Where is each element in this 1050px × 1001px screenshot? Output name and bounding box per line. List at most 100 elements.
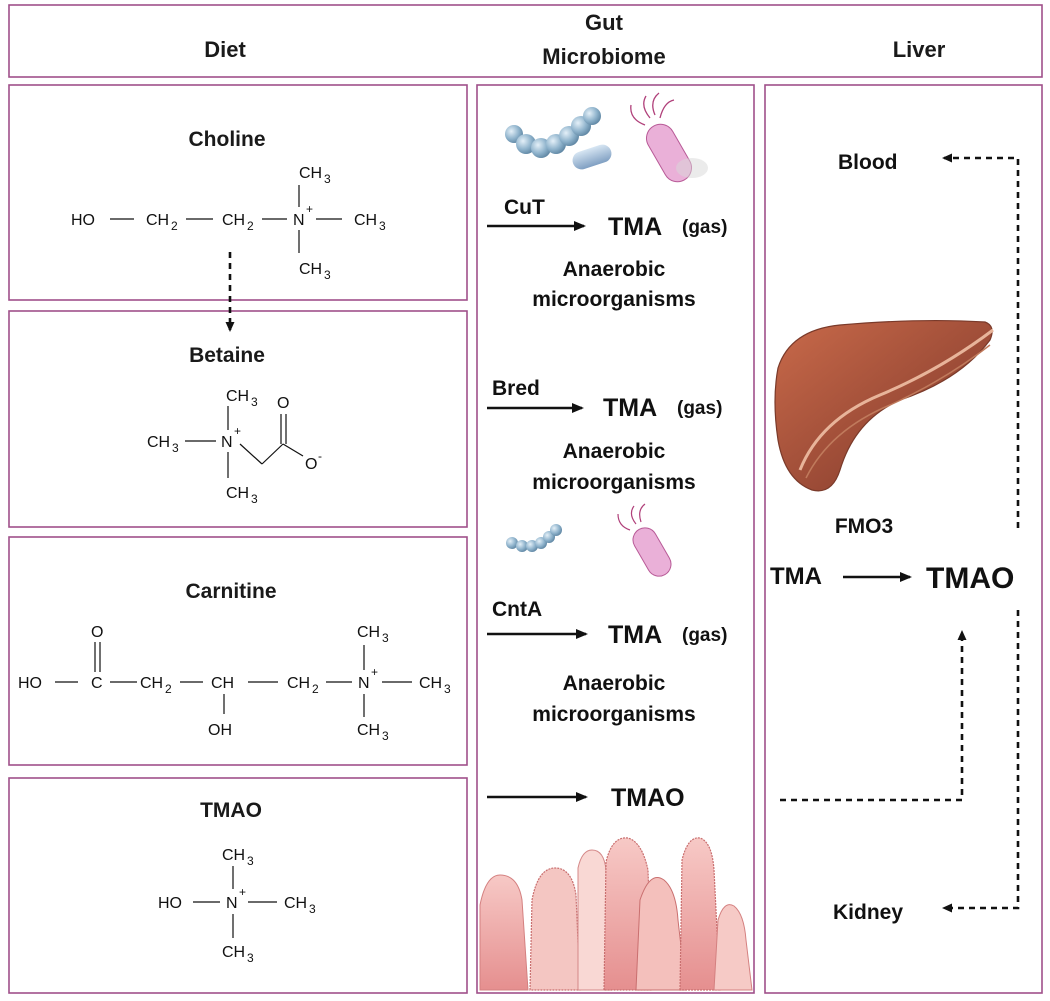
liver-tmao-label: TMAO: [926, 562, 1014, 595]
gut-column-title-line1: Gut: [585, 10, 624, 35]
bacteria-chain-small-icon: [506, 524, 562, 552]
carnitine-ch3-bottom: CH: [357, 722, 380, 739]
carnitine-sub-3b: 3: [444, 682, 451, 696]
betaine-sub-3c: 3: [251, 492, 258, 506]
bacillus-icon: [572, 144, 612, 170]
carnitine-structure: HO C O CH 2 CH OH CH 2 N + CH 3 CH 3 CH …: [18, 624, 451, 743]
choline-ho: HO: [71, 212, 95, 229]
carnitine-plus: +: [371, 665, 378, 679]
carnitine-ch3-right: CH: [419, 675, 442, 692]
anaerobic-label-2: Anaerobic: [563, 440, 666, 463]
tmao-n: N: [226, 895, 238, 912]
choline-title: Choline: [189, 128, 266, 151]
betaine-ch3-left: CH: [147, 434, 170, 451]
gas-label-3: (gas): [682, 625, 727, 646]
liver-tma-label: TMA: [770, 563, 822, 590]
choline-box: [8, 84, 468, 301]
tmao-plus: +: [239, 885, 246, 899]
betaine-n: N: [221, 434, 233, 451]
fmo3-label: FMO3: [835, 515, 893, 538]
carnitine-ch-3: CH: [287, 675, 310, 692]
blood-label: Blood: [838, 151, 897, 174]
carnitine-ho: HO: [18, 675, 42, 692]
microorganisms-label-2: microorganisms: [532, 471, 695, 494]
choline-ch3-top: CH: [299, 165, 322, 182]
betaine-ch3-top: CH: [226, 388, 249, 405]
tmao-to-kidney-arrow: [942, 610, 1020, 913]
gut-column-title-line2: Microbiome: [542, 44, 665, 69]
tmao-diet-box: [8, 777, 468, 994]
flagellated-bacterium-small-icon: [617, 503, 672, 577]
carnitine-sub-2: 2: [312, 682, 319, 696]
choline-sub-3b: 3: [379, 219, 386, 233]
tmao-ho: HO: [158, 895, 182, 912]
kidney-label: Kidney: [833, 901, 903, 924]
choline-structure: HO CH 2 CH 2 N + CH 3 CH 3 CH 3: [71, 165, 386, 282]
choline-sub-3c: 3: [324, 268, 331, 282]
betaine-box: [8, 310, 468, 528]
header-frame: [8, 4, 1043, 78]
betaine-ch3-bottom: CH: [226, 485, 249, 502]
tmao-structure: CH 3 HO N + CH 3 CH 3: [158, 847, 316, 965]
carnitine-ch-1: CH: [140, 675, 163, 692]
enzyme-cnta: CntA: [492, 598, 542, 621]
betaine-plus: +: [234, 424, 241, 438]
enzyme-bred: Bred: [492, 377, 540, 400]
carnitine-title: Carnitine: [185, 580, 276, 603]
gas-label-2: (gas): [677, 398, 722, 419]
choline-sub-2: 2: [247, 219, 254, 233]
carnitine-sub-3c: 3: [382, 729, 389, 743]
liver-column-title: Liver: [893, 37, 946, 62]
anaerobic-label-1: Anaerobic: [563, 258, 666, 281]
enzyme-cut: CuT: [504, 196, 545, 219]
tmao-diet-title: TMAO: [200, 799, 262, 822]
tma-product-2: TMA: [603, 394, 657, 422]
flagellated-bacterium-icon: [630, 92, 708, 183]
choline-ch-2: CH: [222, 212, 245, 229]
betaine-o-minus: O: [305, 456, 317, 473]
choline-ch3-bottom: CH: [299, 261, 322, 278]
tma-product-1: TMA: [608, 213, 662, 241]
choline-plus: +: [306, 202, 313, 216]
carnitine-o: O: [91, 624, 103, 641]
betaine-title: Betaine: [189, 344, 265, 367]
choline-ch-1: CH: [146, 212, 169, 229]
intestinal-villi-icon: [479, 837, 753, 991]
betaine-sub-3b: 3: [172, 441, 179, 455]
carnitine-sub-1: 2: [165, 682, 172, 696]
choline-ch3-right: CH: [354, 212, 377, 229]
tmao-ch3-top: CH: [222, 847, 245, 864]
gut-microbiome-box: [476, 84, 755, 994]
diet-column-title: Diet: [204, 37, 246, 62]
tmao-to-blood-arrow: [942, 153, 1020, 528]
liver-organ-icon: [774, 319, 994, 492]
choline-sub-3a: 3: [324, 172, 331, 186]
anaerobic-label-3: Anaerobic: [563, 672, 666, 695]
microorganisms-label-3: microorganisms: [532, 703, 695, 726]
bacteria-chain-icon: [505, 107, 601, 158]
tma-product-3: TMA: [608, 621, 662, 649]
tmao-sub-3a: 3: [247, 854, 254, 868]
tmao-ch3-right: CH: [284, 895, 307, 912]
tmao-gut-label: TMAO: [611, 784, 685, 812]
carnitine-n: N: [358, 675, 370, 692]
liver-box: [764, 84, 1043, 994]
gas-label-1: (gas): [682, 217, 727, 238]
tmao-sub-3b: 3: [309, 902, 316, 916]
carnitine-c: C: [91, 675, 103, 692]
betaine-o: O: [277, 395, 289, 412]
betaine-structure: CH 3 CH 3 N + CH 3 O O -: [147, 388, 322, 506]
choline-n: N: [293, 212, 305, 229]
choline-sub-1: 2: [171, 219, 178, 233]
carnitine-ch3-top: CH: [357, 624, 380, 641]
carnitine-ch-2: CH: [211, 675, 234, 692]
carnitine-oh: OH: [208, 722, 232, 739]
betaine-minus: -: [318, 449, 322, 463]
betaine-sub-3a: 3: [251, 395, 258, 409]
microorganisms-label-1: microorganisms: [532, 288, 695, 311]
tmao-sub-3c: 3: [247, 951, 254, 965]
carnitine-box: [8, 536, 468, 766]
carnitine-sub-3a: 3: [382, 631, 389, 645]
gut-to-liver-tmao-arrow: [780, 630, 967, 802]
